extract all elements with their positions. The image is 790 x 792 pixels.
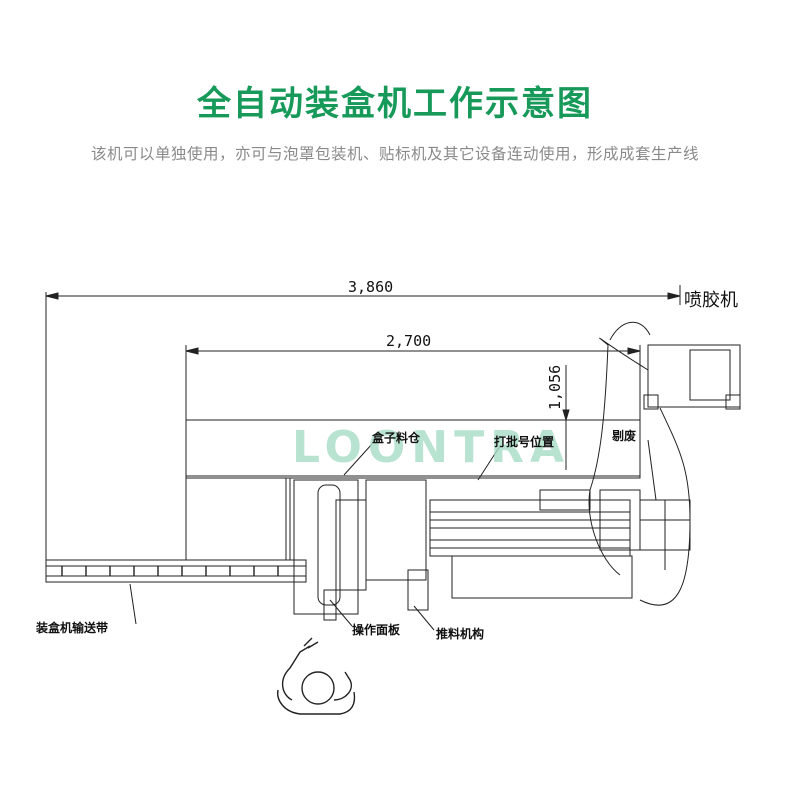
label-glue-machine: 喷胶机: [684, 290, 738, 311]
glue-machine-unit: [588, 321, 741, 606]
page-title: 全自动装盒机工作示意图: [197, 84, 593, 124]
label-batch-number-position: 打批号位置: [494, 434, 554, 449]
leader-lines: [129, 439, 657, 631]
page-subtitle: 该机可以单独使用，亦可与泡罩包装机、贴标机及其它设备连动使用，形成成套生产线: [90, 145, 699, 163]
label-box-hopper: 盒子料仓: [371, 430, 421, 445]
dimension-overall-lines: [45, 285, 681, 570]
label-push-mechanism: 推料机构: [436, 626, 484, 641]
label-operation-panel: 操作面板: [352, 622, 401, 637]
dimension-overall: 3,860: [348, 278, 393, 296]
dimension-machine: 2,700: [386, 332, 431, 350]
watermark: LOONTRA: [292, 422, 570, 473]
operator-figure: [277, 637, 356, 715]
dimension-height: 1,056: [546, 365, 564, 410]
label-reject: 剔废: [611, 428, 636, 443]
label-conveyor: 装盒机输送带: [35, 620, 108, 635]
conveyor-belt: [45, 559, 307, 583]
